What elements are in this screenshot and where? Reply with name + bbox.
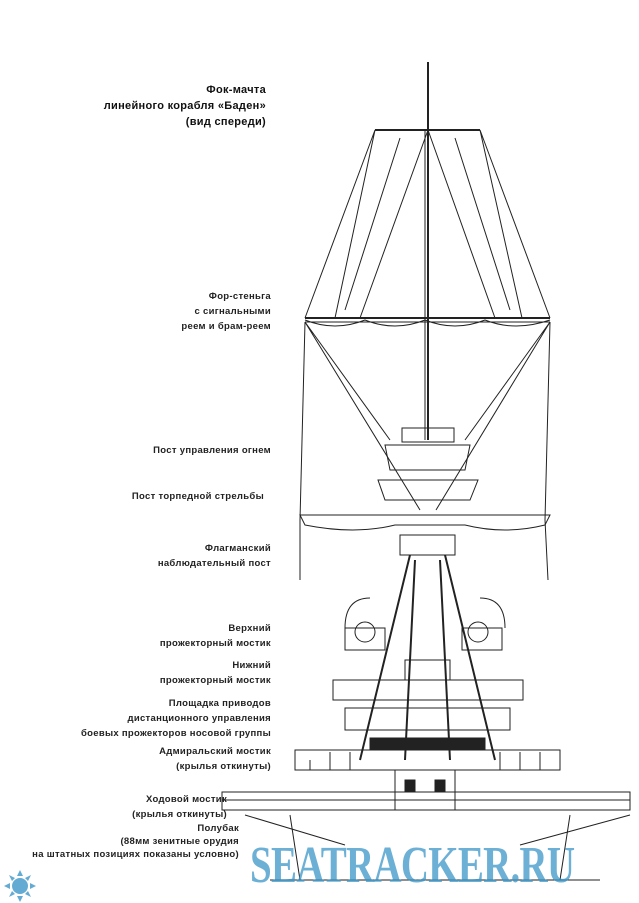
label-fore-topmast: Фор-стеньга с сигнальными реем и брам-ре… bbox=[181, 289, 271, 334]
label-upper-searchlight-bridge: Верхний прожекторный мостик bbox=[160, 621, 271, 651]
label-line: (88мм зенитные орудия bbox=[120, 836, 239, 847]
label-line: Полубак bbox=[197, 823, 239, 834]
label-line: Верхний bbox=[228, 623, 271, 634]
title-line: (вид спереди) bbox=[185, 116, 266, 128]
label-line: Пост торпедной стрельбы bbox=[131, 491, 264, 502]
watermark-text: SEATRACKER.RU bbox=[250, 837, 575, 894]
label-line: прожекторный мостик bbox=[159, 638, 271, 649]
label-line: на штатных позициях показаны условно) bbox=[32, 849, 239, 860]
label-line: дистанционного управления bbox=[127, 713, 271, 724]
label-line: прожекторный мостик bbox=[159, 675, 271, 686]
label-navigation-bridge: Ходовой мостик (крылья откинуты) bbox=[132, 792, 227, 822]
label-line: Адмиральский мостик bbox=[159, 746, 271, 757]
title-line: Фок-мачта bbox=[206, 84, 266, 96]
label-fire-control-post: Пост управления огнем bbox=[153, 443, 271, 458]
label-flag-observation-post: Флагманский наблюдательный пост bbox=[158, 541, 271, 571]
label-line: (крылья откинуты) bbox=[176, 761, 271, 772]
label-line: Ходовой мостик bbox=[145, 794, 227, 805]
label-line: Нижний bbox=[232, 660, 271, 671]
label-line: Флагманский bbox=[204, 543, 271, 554]
label-line: Пост управления огнем bbox=[153, 445, 271, 456]
label-line: с сигнальными bbox=[194, 306, 271, 317]
label-searchlight-control-platform: Площадка приводов дистанционного управле… bbox=[81, 696, 271, 741]
label-line: реем и брам-реем bbox=[181, 321, 271, 332]
label-forecastle: Полубак (88мм зенитные орудия на штатных… bbox=[32, 822, 239, 861]
label-line: наблюдательный пост bbox=[157, 558, 271, 569]
label-line: Площадка приводов bbox=[168, 698, 271, 709]
label-line: Фор-стеньга bbox=[208, 291, 271, 302]
title-line: линейного корабля «Баден» bbox=[103, 100, 266, 112]
label-line: (крылья откинуты) bbox=[132, 809, 227, 820]
label-lower-searchlight-bridge: Нижний прожекторный мостик bbox=[160, 658, 271, 688]
label-line: боевых прожекторов носовой группы bbox=[80, 728, 271, 739]
label-torpedo-post: Пост торпедной стрельбы bbox=[132, 489, 264, 504]
drawing-title: Фок-мачта линейного корабля «Баден» (вид… bbox=[104, 82, 266, 130]
watermark-sun-icon bbox=[4, 870, 36, 902]
label-admiral-bridge: Адмиральский мостик (крылья откинуты) bbox=[159, 744, 271, 774]
